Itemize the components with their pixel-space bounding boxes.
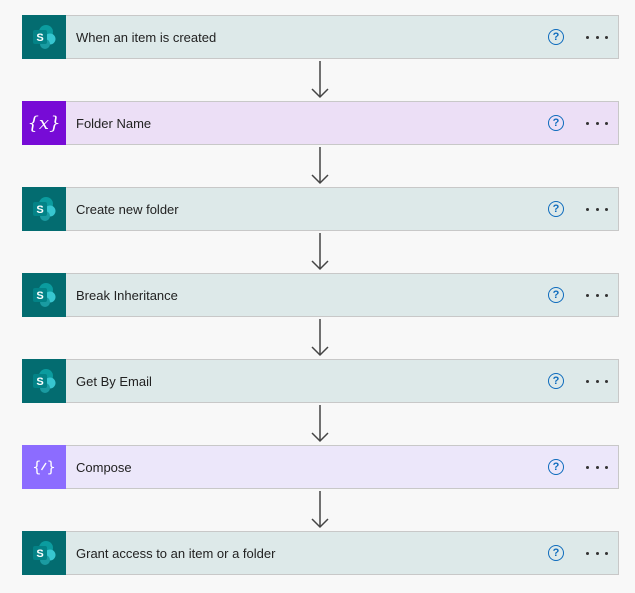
sharepoint-icon: S	[22, 358, 66, 403]
arrow-down-icon	[311, 319, 329, 357]
svg-text:S: S	[36, 376, 43, 388]
variable-icon: {x}	[22, 100, 66, 145]
step-label: When an item is created	[76, 29, 217, 45]
compose-icon: { }	[22, 444, 66, 489]
more-options-icon[interactable]	[586, 287, 608, 303]
step-label: Grant access to an item or a folder	[76, 545, 276, 561]
more-options-icon[interactable]	[586, 201, 608, 217]
svg-text:S: S	[36, 204, 43, 216]
svg-text:{x}: {x}	[28, 113, 60, 134]
step-break-inheritance[interactable]: S Break Inheritance ?	[22, 272, 619, 317]
svg-text:S: S	[36, 548, 43, 560]
sharepoint-icon: S	[22, 186, 66, 231]
step-label: Compose	[76, 459, 132, 475]
more-options-icon[interactable]	[586, 29, 608, 45]
step-create-new-folder[interactable]: S Create new folder ?	[22, 186, 619, 231]
step-label: Create new folder	[76, 201, 179, 217]
more-options-icon[interactable]	[586, 373, 608, 389]
step-label: Get By Email	[76, 373, 152, 389]
help-icon[interactable]: ?	[548, 201, 564, 217]
sharepoint-icon: S	[22, 14, 66, 59]
step-label: Folder Name	[76, 115, 152, 131]
arrow-down-icon	[311, 61, 329, 99]
step-get-by-email[interactable]: S Get By Email ?	[22, 358, 619, 403]
help-icon[interactable]: ?	[548, 373, 564, 389]
step-compose[interactable]: { } Compose ?	[22, 444, 619, 489]
help-icon[interactable]: ?	[548, 115, 564, 131]
arrow-down-icon	[311, 405, 329, 443]
step-grant-access[interactable]: S Grant access to an item or a folder ?	[22, 530, 619, 575]
sharepoint-icon: S	[22, 272, 66, 317]
more-options-icon[interactable]	[586, 459, 608, 475]
step-label: Break Inheritance	[76, 287, 178, 303]
arrow-down-icon	[311, 491, 329, 529]
svg-text:S: S	[36, 290, 43, 302]
arrow-down-icon	[311, 233, 329, 271]
step-when-an-item-is-created[interactable]: S When an item is created ?	[22, 14, 619, 59]
more-options-icon[interactable]	[586, 115, 608, 131]
more-options-icon[interactable]	[586, 545, 608, 561]
help-icon[interactable]: ?	[548, 545, 564, 561]
help-icon[interactable]: ?	[548, 459, 564, 475]
arrow-down-icon	[311, 147, 329, 185]
sharepoint-icon: S	[22, 530, 66, 575]
help-icon[interactable]: ?	[548, 29, 564, 45]
step-folder-name[interactable]: {x} Folder Name ?	[22, 100, 619, 145]
svg-text:S: S	[36, 32, 43, 44]
help-icon[interactable]: ?	[548, 287, 564, 303]
